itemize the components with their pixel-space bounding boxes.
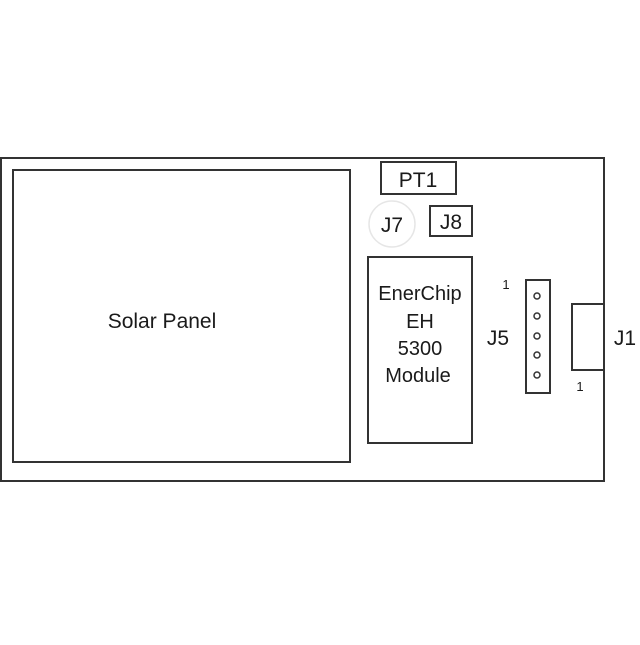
solar-panel <box>12 169 351 463</box>
j5-pin <box>533 292 541 300</box>
j5-pin <box>533 332 541 340</box>
j1-label: J1 <box>614 327 636 350</box>
j5-label: J5 <box>487 327 509 350</box>
j7-label: J7 <box>381 214 403 237</box>
j8-label: J8 <box>440 211 462 234</box>
j7-circle <box>368 200 416 248</box>
j5-pin <box>533 351 541 359</box>
pt1-label: PT1 <box>399 169 438 192</box>
j5-pin <box>533 312 541 320</box>
enerchip-module-box <box>367 256 473 444</box>
solar-panel-label: Solar Panel <box>108 310 217 333</box>
j5-header <box>525 279 551 394</box>
module-label-line4: Module <box>385 365 451 387</box>
j8-box <box>429 205 473 237</box>
j5-pin <box>533 371 541 379</box>
board-outline <box>0 157 605 482</box>
module-label-line3: 5300 <box>398 338 443 360</box>
module-label-line1: EnerChip <box>378 283 461 305</box>
j1-pin1-label: 1 <box>576 379 583 394</box>
pt1-box <box>380 161 457 195</box>
j1-connector <box>571 303 605 371</box>
j5-pin1-label: 1 <box>502 277 509 292</box>
module-label-line2: EH <box>406 311 434 333</box>
